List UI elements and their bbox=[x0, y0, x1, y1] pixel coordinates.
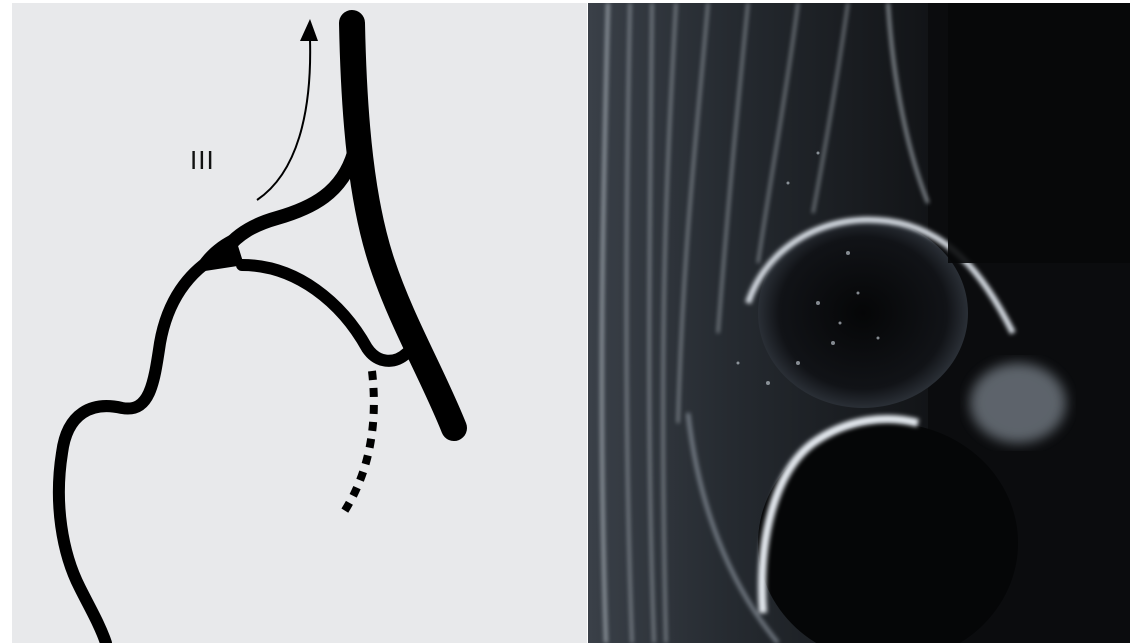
hip-schematic-diagram: III bbox=[12, 3, 587, 643]
arrowhead-icon bbox=[300, 19, 318, 41]
grade-label: III bbox=[190, 145, 215, 176]
dashed-acetabulum-line bbox=[342, 371, 374, 515]
labrum-echo bbox=[970, 363, 1066, 443]
displacement-arrow bbox=[257, 39, 310, 200]
ultrasound-image bbox=[588, 3, 1130, 643]
bony-roof-line bbox=[227, 153, 354, 248]
ultrasound-rendering bbox=[588, 3, 1130, 643]
outer-bone-contour bbox=[59, 253, 222, 643]
ilium-line bbox=[352, 23, 454, 428]
diagram-drawing bbox=[12, 3, 587, 643]
deep-shadow bbox=[948, 3, 1130, 263]
